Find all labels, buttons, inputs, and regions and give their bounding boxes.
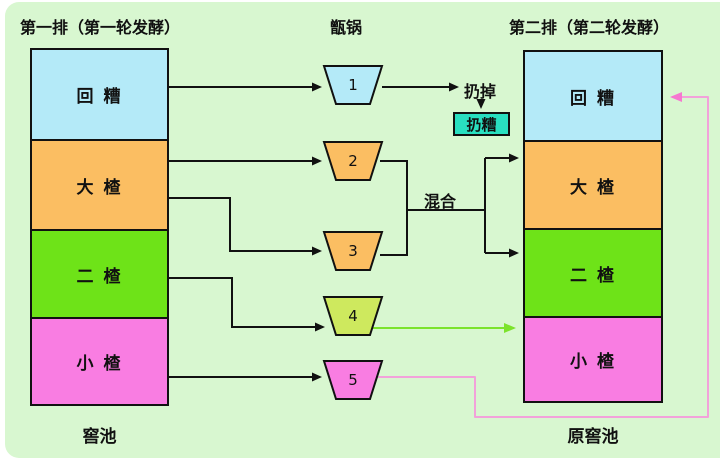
first-round-xiaocha: 小 楂 — [32, 317, 167, 404]
second-round-column: 回 糟 大 楂 二 楂 小 楂 — [523, 50, 663, 403]
title-pot-row: 甑锅 — [330, 18, 363, 37]
pot-5-number: 5 — [348, 371, 358, 389]
mix-label: 混合 — [424, 192, 457, 211]
first-round-huizao: 回 糟 — [32, 50, 167, 139]
first-round-dacha: 大 楂 — [32, 139, 167, 229]
first-round-ercha: 二 楂 — [32, 229, 167, 317]
second-round-xiaocha: 小 楂 — [525, 316, 661, 401]
pot-2-number: 2 — [348, 152, 358, 170]
second-round-huizao: 回 糟 — [525, 52, 661, 140]
second-round-caption: 原窖池 — [567, 427, 619, 447]
pot-1-number: 1 — [348, 76, 358, 94]
first-round-column: 回 糟 大 楂 二 楂 小 楂 — [30, 48, 169, 406]
discard-waste-box: 扔糟 — [453, 112, 510, 136]
second-round-ercha: 二 楂 — [525, 228, 661, 316]
pot-4-number: 4 — [348, 307, 358, 325]
first-round-caption: 窖池 — [82, 427, 117, 447]
discard-label: 扔掉 — [464, 82, 497, 101]
title-first-round: 第一排（第一轮发酵） — [20, 18, 181, 37]
title-second-round: 第二排（第二轮发酵） — [509, 18, 670, 37]
pot-3-number: 3 — [348, 242, 358, 260]
second-round-dacha: 大 楂 — [525, 140, 661, 228]
